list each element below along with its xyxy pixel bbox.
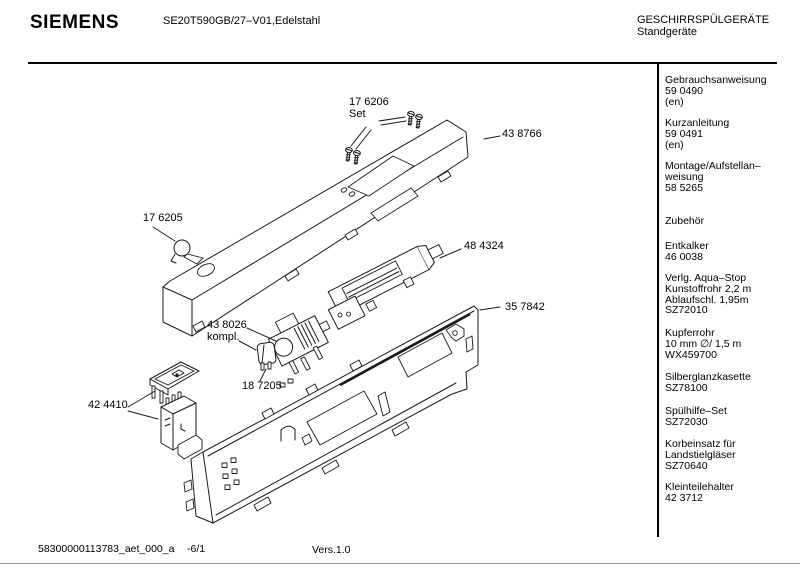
sidebar-line: (en)	[665, 138, 684, 151]
screw-pair-left	[343, 146, 362, 165]
sidebar-line: 59 0491	[665, 127, 703, 140]
panel-cutout-large	[306, 390, 378, 446]
sidebar-line: Entkalker	[665, 240, 709, 252]
part-number-text: 42 4410	[88, 399, 128, 411]
part-number-text: 17 6206	[349, 96, 389, 108]
sidebar-line: weisung	[665, 170, 704, 183]
sidebar-group: Zubehör	[665, 216, 797, 227]
sidebar-line: Gebrauchsanweisung	[665, 74, 767, 86]
sidebar-line: SZ72030	[665, 415, 708, 428]
sidebar-line: 58 5265	[665, 181, 703, 194]
category-line1: GESCHIRRSPÜLGERÄTE	[637, 14, 770, 26]
sidebar-line: 59 0490	[665, 84, 703, 97]
part-35-7842-label: 35 7842	[505, 301, 545, 314]
sidebar-line: Landstielgläser	[665, 448, 736, 461]
dispenser-module-43-8026	[267, 312, 331, 375]
part-number-text: Set	[349, 107, 366, 120]
sidebar-line: Kupferrohr	[665, 327, 715, 339]
sidebar-line: SZ78100	[665, 381, 708, 394]
knob-hole	[197, 263, 215, 277]
sidebar-line: Zubehör	[665, 215, 705, 227]
document-number: 58300000113783_aet_000_a	[38, 543, 175, 555]
fascia-panel-43-8766	[162, 119, 469, 337]
panel-cutout-upper	[397, 332, 453, 378]
part-number-text: 18 7205	[242, 380, 282, 392]
model-number: SE20T590GB/27–V01,Edelstahl	[163, 15, 321, 27]
button-window-cutout	[370, 187, 419, 222]
sidebar-line: SZ70640	[665, 459, 708, 472]
part-number-text: kompl.	[207, 330, 240, 343]
category-line2: Standgeräte	[637, 26, 697, 38]
part-number-text: 17 6205	[143, 212, 183, 224]
leader-lines	[127, 116, 501, 420]
part-43-8766-label: 43 8766	[502, 128, 542, 141]
sidebar-separator	[657, 62, 659, 537]
sidebar-line: (en)	[665, 95, 684, 108]
part-number-text: 43 8026	[207, 319, 247, 331]
relay-18-7205	[256, 341, 277, 371]
part-number-text: 48 4324	[464, 240, 504, 252]
sidebar-line: Kleinteilehalter	[665, 481, 734, 493]
sidebar-line: Silberglanzkasette	[665, 371, 751, 383]
screw-pair-right	[405, 110, 424, 129]
part-number-text: 43 8766	[502, 128, 542, 140]
sidebar-line: Montage/Aufstellan–	[665, 160, 761, 172]
sidebar-line: SZ72010	[665, 304, 708, 317]
switch-42-4410	[160, 391, 203, 460]
clip-17-6205	[170, 239, 204, 265]
part-number-text: 35 7842	[505, 301, 545, 313]
part-42-4410-label: 42 4410	[88, 399, 128, 412]
version-label: Vers.1.0	[312, 544, 351, 556]
footer-rule	[0, 563, 800, 564]
sidebar-line: Korbeinsatz für	[665, 438, 736, 450]
sidebar-line: Kurzanleitung	[665, 117, 730, 129]
sidebar-line: 42 3712	[665, 491, 703, 504]
display-window-cutout	[347, 155, 415, 197]
base-panel-35-7842	[183, 305, 479, 524]
sidebar-line: Ablaufschl. 1,95m	[665, 293, 749, 306]
page-indicator: -6/1	[187, 543, 206, 555]
sidebar-line: WX459700	[665, 348, 717, 361]
sidebar-line: 10 mm ∅/ 1,5 m	[665, 337, 742, 350]
category-block: GESCHIRRSPÜLGERÄTE Standgeräte	[637, 14, 769, 38]
header-rule	[28, 62, 777, 64]
sidebar-line: 46 0038	[665, 250, 703, 263]
panel-cutout-hook	[280, 425, 296, 442]
part-48-4324-label: 48 4324	[464, 240, 504, 253]
sidebar-line: Verlg. Aqua–Stop	[665, 272, 747, 284]
brand-logo: SIEMENS	[30, 12, 120, 33]
display-module-48-4324	[327, 244, 444, 330]
sidebar-line: Spülhilfe–Set	[665, 405, 727, 417]
sidebar-line: Kunstoffrohr 2,2 m	[665, 282, 752, 295]
part-17-6205-label: 17 6205	[143, 212, 183, 225]
part-18-7205-label: 18 7205	[242, 380, 282, 393]
